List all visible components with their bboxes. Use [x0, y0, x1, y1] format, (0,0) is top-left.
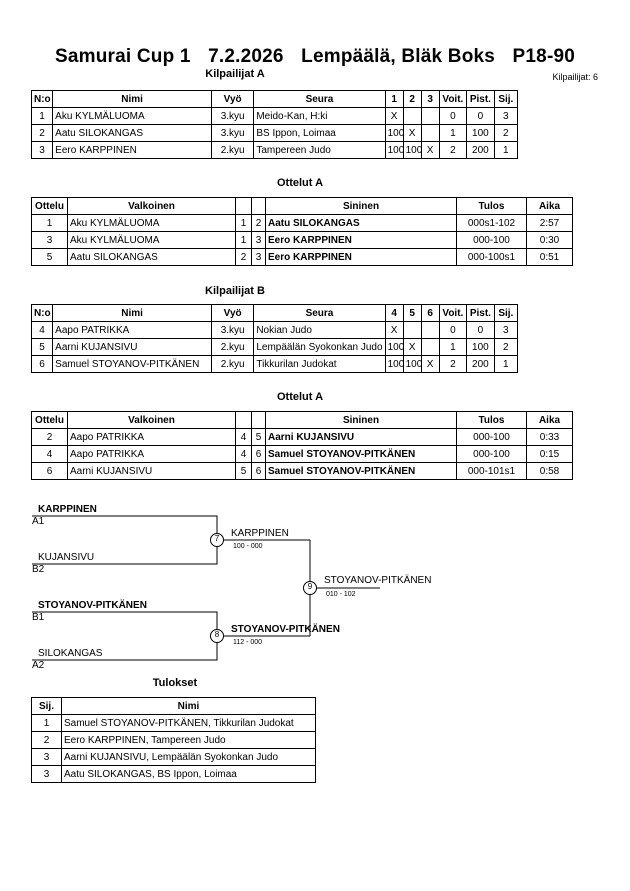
- final-match-circle: [303, 581, 317, 595]
- table-row: 2 Aapo PATRIKKA 4 5 Aarni KUJANSIVU 000-…: [31, 428, 573, 446]
- cell-no: 4: [30, 321, 54, 339]
- cell-place: 1: [493, 141, 519, 159]
- page-title: Samurai Cup 1 7.2.2026 Lempäälä, Bläk Bo…: [0, 46, 630, 68]
- cell-belt: 2.kyu: [210, 355, 255, 373]
- table-row: 5 Aarni KUJANSIVU 2.kyu Lempäälän Syokon…: [30, 338, 519, 356]
- cell-match: 6: [31, 462, 68, 480]
- cell-r2: 100: [402, 141, 422, 159]
- table-row: 5 Aatu SILOKANGAS 2 3 Eero KARPPINEN 000…: [31, 248, 573, 266]
- results-table: Sij. Nimi 1 Samuel STOYANOV-PITKÄNEN, Ti…: [31, 697, 316, 783]
- table-row: 3 Aku KYLMÄLUOMA 1 3 Eero KARPPINEN 000-…: [31, 231, 573, 249]
- cell-belt: 2.kyu: [210, 141, 255, 159]
- event-category: P18-90: [512, 46, 575, 67]
- cell-no: 6: [30, 355, 54, 373]
- competitors-count: Kilpailijat: 6: [552, 72, 598, 82]
- cell-place: 3: [31, 765, 62, 783]
- table-row: 3 Aarni KUJANSIVU, Lempäälän Syokonkan J…: [31, 748, 316, 766]
- sf1-top-name: KARPPINEN: [38, 504, 97, 515]
- sf1-bottom-seed: B2: [32, 564, 45, 575]
- cell-no: 3: [30, 141, 54, 159]
- cell-place: 3: [493, 107, 519, 125]
- table-header: Sij. Nimi: [31, 697, 316, 715]
- event-name: Samurai Cup 1: [54, 46, 191, 67]
- cell-club: Tikkurilan Judokat: [253, 355, 386, 373]
- sf2-bottom-seed: A2: [32, 660, 45, 671]
- cell-r1: 100: [384, 355, 404, 373]
- final-match-number: 9: [307, 582, 313, 591]
- cell-place: 2: [31, 731, 62, 749]
- sf1-winner-name: KARPPINEN: [231, 528, 289, 539]
- cell-club: Tampereen Judo: [253, 141, 386, 159]
- cell-r1: 100: [384, 141, 404, 159]
- cell-r1: 100: [384, 338, 404, 356]
- final-score: 010 - 102: [326, 591, 356, 598]
- table-header: N:o Nimi Vyö Seura 4 5 6 Voit. Pist. Sij…: [30, 304, 519, 322]
- cell-place: 1: [31, 714, 62, 732]
- matches-a-table: Ottelu Valkoinen Sininen Tulos Aika 1 Ak…: [31, 197, 573, 266]
- sf2-winner-name: STOYANOV-PITKÄNEN: [231, 624, 340, 635]
- cell-white: Aatu SILOKANGAS: [67, 248, 236, 266]
- cell-result: 000-101s1: [456, 462, 527, 480]
- cell-r2: 100: [402, 355, 422, 373]
- sf1-match-number: 7: [214, 534, 220, 543]
- results-title: Tulokset: [152, 677, 198, 689]
- pool-b-title: Kilpailijat B: [205, 285, 265, 297]
- cell-result: 000-100s1: [456, 248, 527, 266]
- table-row: 3 Aatu SILOKANGAS, BS Ippon, Loimaa: [31, 765, 316, 783]
- sf1-score: 100 - 000: [233, 543, 263, 550]
- matches-b-title: Ottelut A: [276, 391, 324, 403]
- sf2-match-number: 8: [214, 630, 220, 639]
- cell-r3: X: [420, 355, 440, 373]
- cell-name: Eero KARPPINEN: [52, 141, 212, 159]
- table-row: 2 Eero KARPPINEN, Tampereen Judo: [31, 731, 316, 749]
- sf1-match-circle: [210, 533, 224, 547]
- cell-points: 200: [466, 355, 495, 373]
- cell-r3: X: [420, 141, 440, 159]
- sf1-bottom-name: KUJANSIVU: [38, 552, 95, 563]
- table-row: 6 Aarni KUJANSIVU 5 6 Samuel STOYANOV-PI…: [31, 462, 573, 480]
- cell-name: Samuel STOYANOV-PITKÄNEN, Tikkurilan Jud…: [61, 714, 316, 732]
- event-venue: Lempäälä, Bläk Boks: [301, 46, 496, 67]
- table-row: 1 Aku KYLMÄLUOMA 3.kyu Meido-Kan, H:ki X…: [30, 107, 519, 125]
- table-row: 3 Eero KARPPINEN 2.kyu Tampereen Judo 10…: [30, 141, 519, 159]
- sf2-match-circle: [210, 629, 224, 643]
- sf1-top-seed: A1: [32, 516, 45, 527]
- table-header: Ottelu Valkoinen Sininen Tulos Aika: [31, 411, 573, 429]
- cell-wins: 2: [438, 355, 468, 373]
- matches-b-table: Ottelu Valkoinen Sininen Tulos Aika 2 Aa…: [31, 411, 573, 480]
- sf2-top-name: STOYANOV-PITKÄNEN: [38, 600, 147, 611]
- col-name: Nimi: [61, 697, 316, 715]
- pool-a-table: N:o Nimi Vyö Seura 1 2 3 Voit. Pist. Sij…: [30, 90, 519, 159]
- sf2-top-seed: B1: [32, 612, 45, 623]
- cell-name: Aatu SILOKANGAS, BS Ippon, Loimaa: [61, 765, 316, 783]
- pool-b-table: N:o Nimi Vyö Seura 4 5 6 Voit. Pist. Sij…: [30, 304, 519, 373]
- cell-name: Eero KARPPINEN, Tampereen Judo: [61, 731, 316, 749]
- cell-time: 0:58: [526, 462, 573, 480]
- col-place: Sij.: [31, 697, 62, 715]
- sf2-score: 112 - 000: [233, 639, 263, 646]
- matches-a-title: Ottelut A: [276, 177, 324, 189]
- cell-blue: Samuel STOYANOV-PITKÄNEN: [265, 462, 457, 480]
- cell-place: 3: [31, 748, 62, 766]
- cell-no: 1: [30, 107, 54, 125]
- table-row: 1 Samuel STOYANOV-PITKÄNEN, Tikkurilan J…: [31, 714, 316, 732]
- table-header: N:o Nimi Vyö Seura 1 2 3 Voit. Pist. Sij…: [30, 90, 519, 108]
- cell-name: Aarni KUJANSIVU, Lempäälän Syokonkan Jud…: [61, 748, 316, 766]
- table-row: 6 Samuel STOYANOV-PITKÄNEN 2.kyu Tikkuri…: [30, 355, 519, 373]
- final-winner-name: STOYANOV-PITKÄNEN: [324, 575, 432, 586]
- cell-time: 0:51: [526, 248, 573, 266]
- sf2-bottom-name: SILOKANGAS: [38, 648, 103, 659]
- event-date: 7.2.2026: [208, 46, 284, 67]
- table-header: Ottelu Valkoinen Sininen Tulos Aika: [31, 197, 573, 215]
- cell-no: 5: [30, 338, 54, 356]
- pool-a-title: Kilpailijat A: [205, 68, 265, 80]
- cell-place: 1: [493, 355, 519, 373]
- table-row: 4 Aapo PATRIKKA 4 6 Samuel STOYANOV-PITK…: [31, 445, 573, 463]
